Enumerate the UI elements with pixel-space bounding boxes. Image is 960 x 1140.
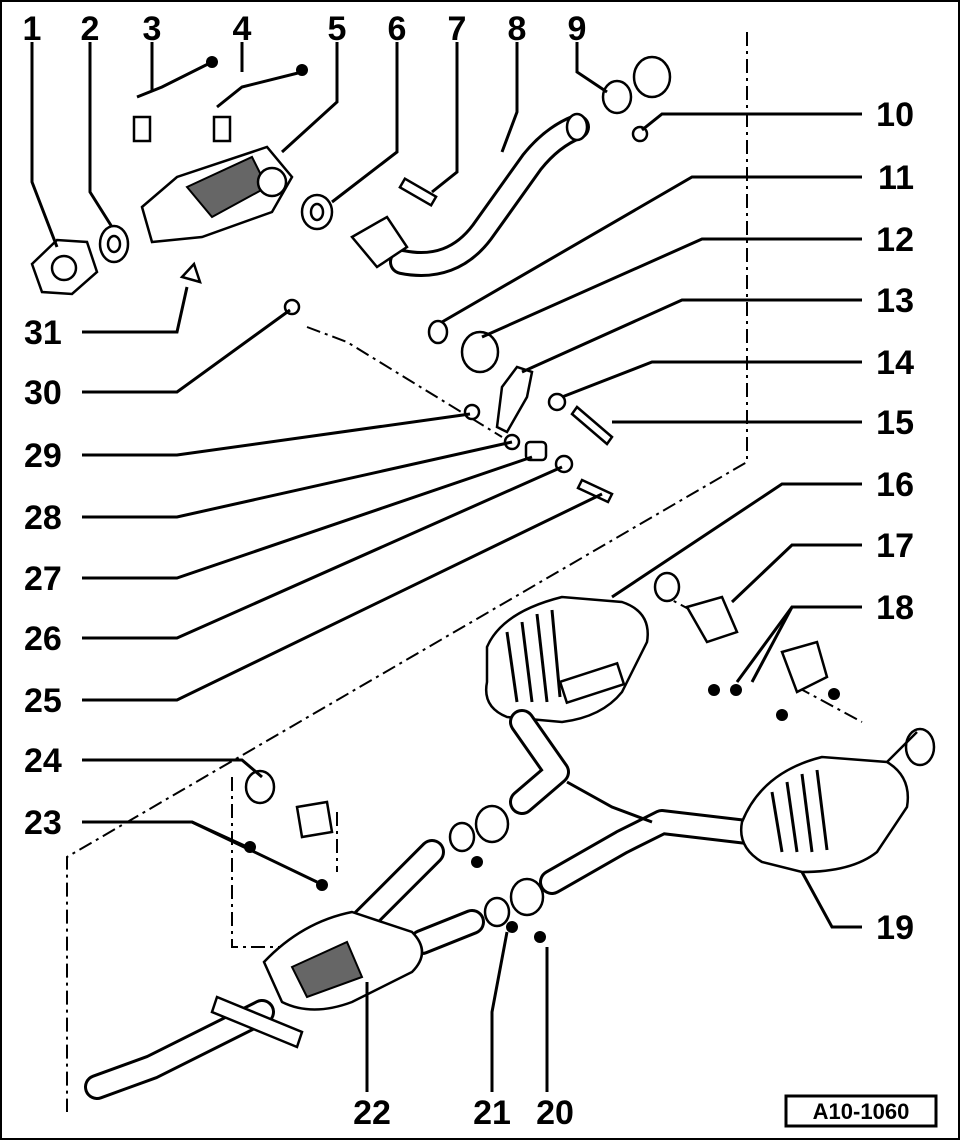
callout-20: 20	[536, 1094, 574, 1132]
rear-muffler-left	[484, 571, 840, 724]
callout-7: 7	[448, 10, 467, 48]
callout-28: 28	[24, 499, 62, 537]
callout-13: 13	[876, 282, 914, 320]
callout-26: 26	[24, 620, 62, 658]
callout-19: 19	[876, 909, 914, 947]
callout-22: 22	[353, 1094, 391, 1132]
callout-30: 30	[24, 374, 62, 412]
hanger-parts	[427, 319, 614, 504]
callout-11: 11	[878, 159, 914, 197]
callout-12: 12	[876, 221, 914, 259]
pipe-clamps	[244, 769, 546, 943]
callout-labels: 1 2 3 4 5 6 7 8 9 10 11 12 13 14 15 16 1…	[23, 10, 915, 1132]
callout-15: 15	[876, 404, 914, 442]
intermediate-pipe-front	[350, 55, 672, 277]
connection-pipes	[84, 709, 760, 1100]
rear-muffler-right	[739, 727, 936, 874]
callout-1: 1	[23, 10, 42, 48]
reference-code-box: A10-1060	[784, 1094, 938, 1128]
callout-5: 5	[328, 10, 347, 48]
callout-18: 18	[876, 589, 914, 627]
leader-lines	[30, 42, 862, 1092]
callout-3: 3	[143, 10, 162, 48]
callout-4: 4	[233, 10, 252, 48]
callout-9: 9	[568, 10, 587, 48]
callout-27: 27	[24, 560, 62, 598]
callout-6: 6	[388, 10, 407, 48]
center-muffler	[210, 910, 424, 1049]
front-pipe-flange-group	[30, 56, 334, 316]
callout-24: 24	[24, 742, 62, 780]
callout-23: 23	[24, 804, 62, 842]
callout-29: 29	[24, 437, 62, 475]
callout-21: 21	[473, 1094, 511, 1132]
callout-17: 17	[876, 527, 914, 565]
reference-code: A10-1060	[813, 1099, 910, 1124]
callout-14: 14	[876, 344, 914, 382]
callout-2: 2	[81, 10, 100, 48]
callout-31: 31	[24, 314, 62, 352]
callout-10: 10	[876, 96, 914, 134]
callout-8: 8	[508, 10, 527, 48]
callout-25: 25	[24, 682, 62, 720]
callout-16: 16	[876, 466, 914, 504]
